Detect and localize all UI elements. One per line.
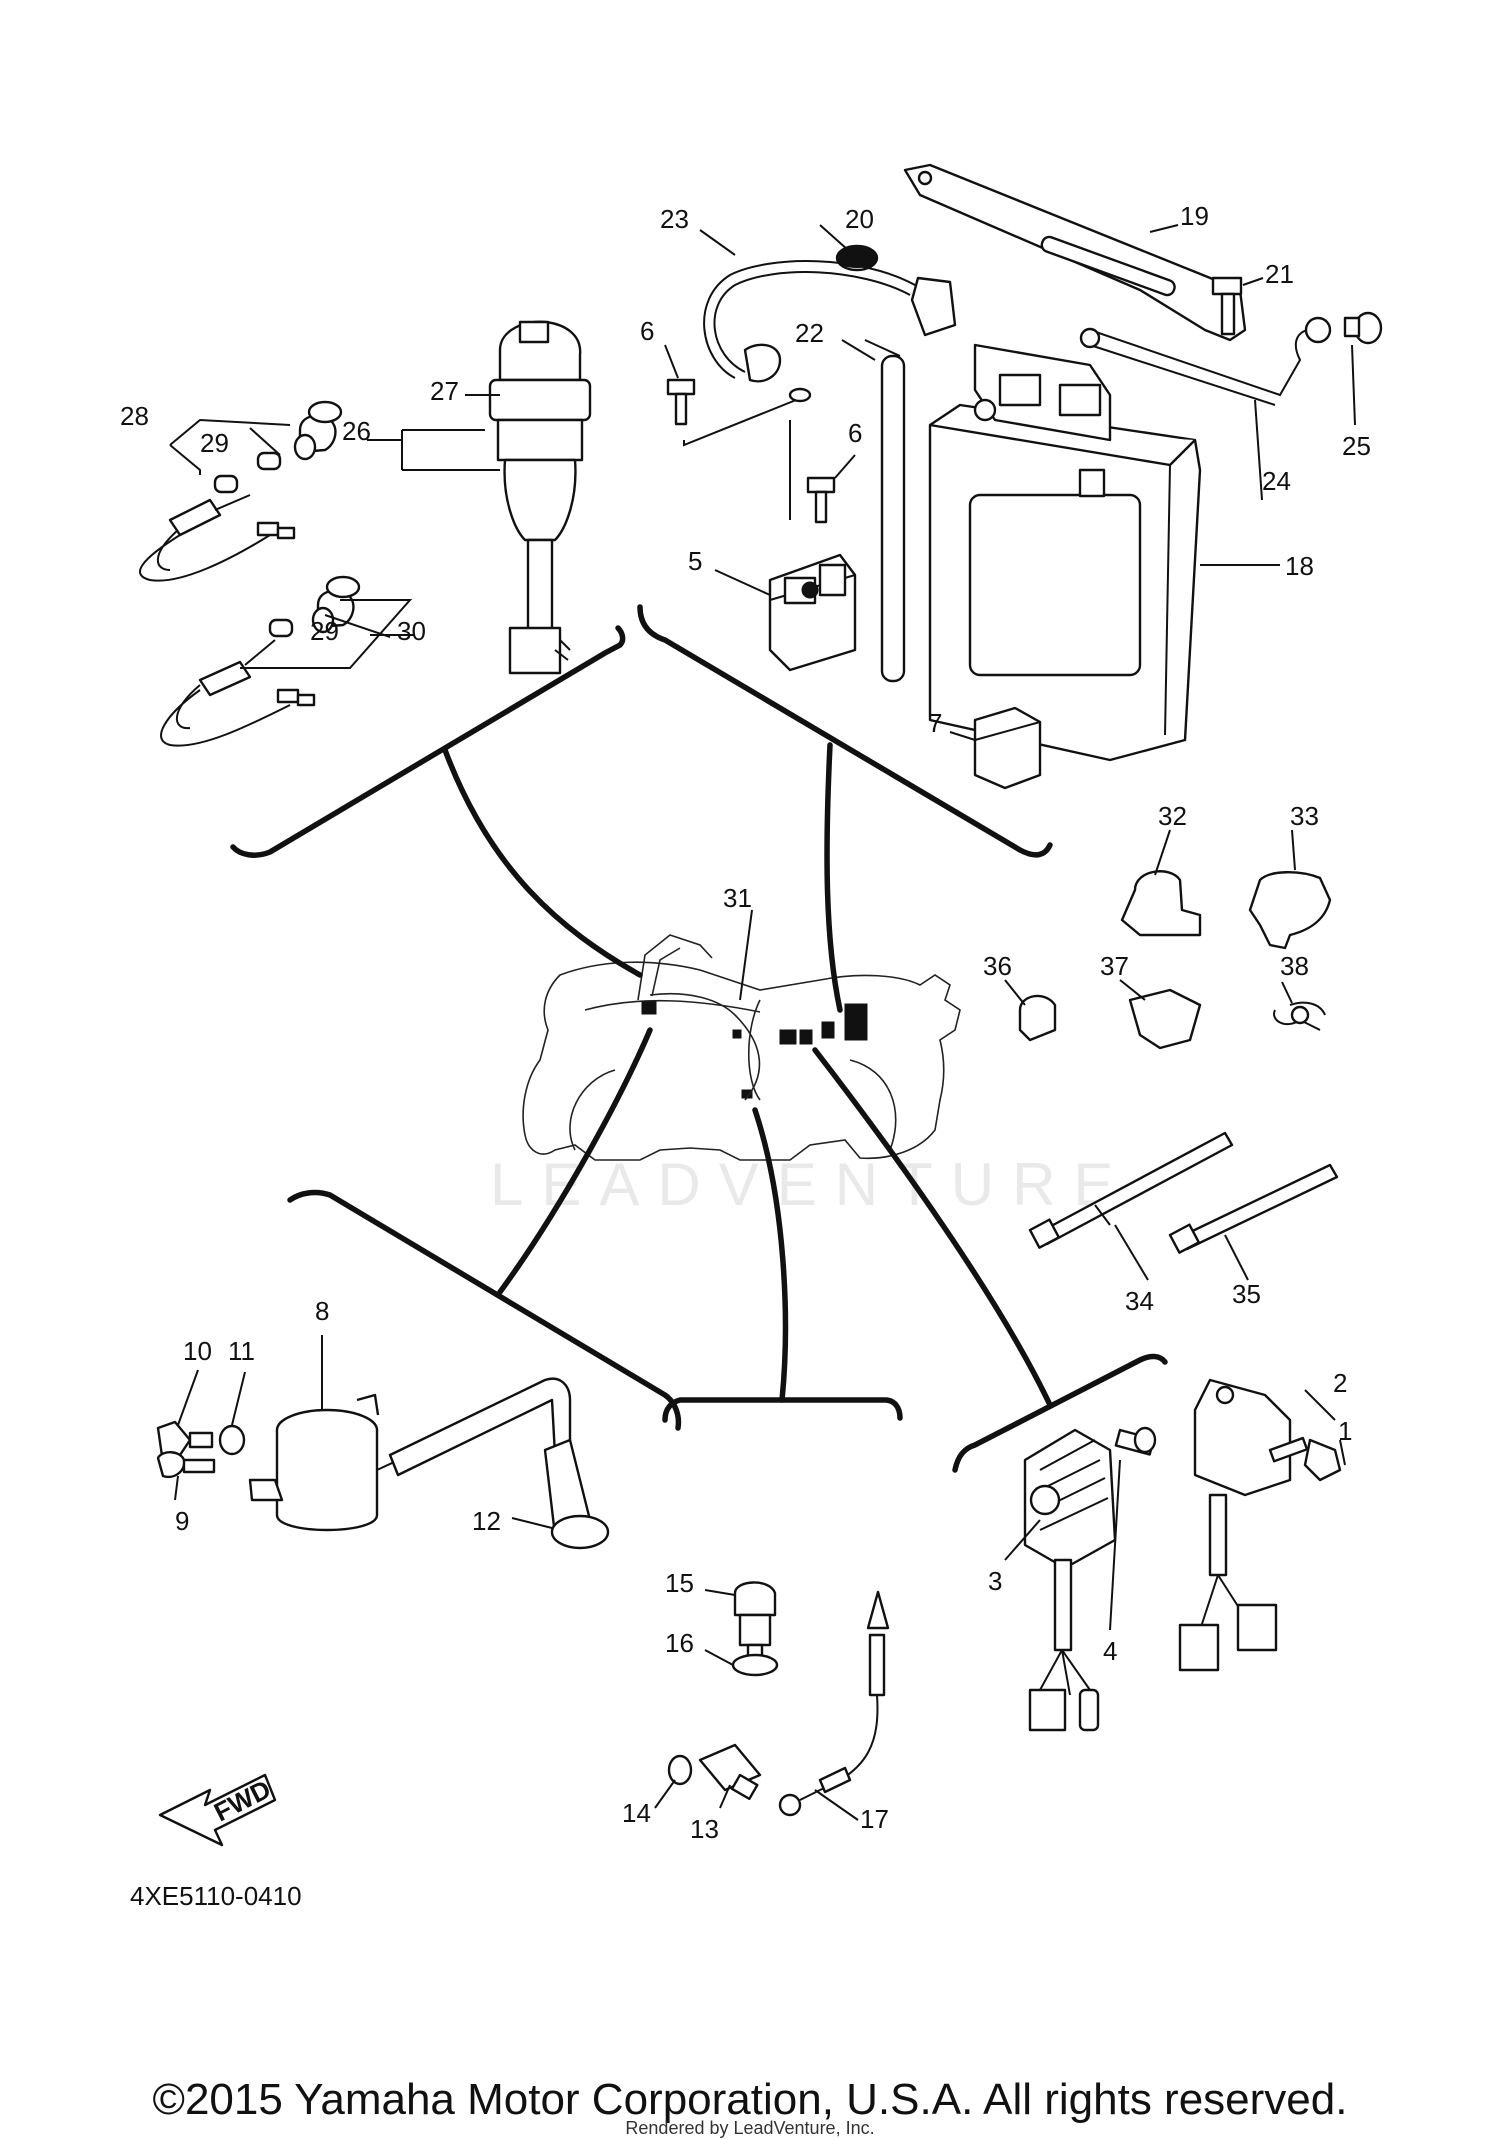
callout-27: 27 <box>430 376 459 406</box>
callout-5: 5 <box>688 546 702 576</box>
callout-18: 18 <box>1285 551 1314 581</box>
callout-19: 19 <box>1180 201 1209 231</box>
callout-16: 16 <box>665 1628 694 1658</box>
callout-32: 31 <box>723 883 752 913</box>
callout-8: 8 <box>315 1296 329 1326</box>
callout-labels: 1 2 3 4 5 6 6 7 8 9 10 11 12 13 14 15 16… <box>120 201 1371 1844</box>
callout-15: 15 <box>665 1568 694 1598</box>
callout-25: 25 <box>1342 431 1371 461</box>
battery-group <box>666 163 1383 1254</box>
sensor-group <box>667 1581 890 1817</box>
callout-6b: 6 <box>848 418 862 448</box>
atv-silhouette <box>522 934 961 1161</box>
callout-30: 30 <box>397 616 426 646</box>
callout-2: 2 <box>1333 1368 1347 1398</box>
copyright-notice: ©2015 Yamaha Motor Corporation, U.S.A. A… <box>152 2075 1348 2124</box>
ignition-coil-group <box>156 1377 610 1550</box>
callout-23: 23 <box>660 204 689 234</box>
callout-38: 37 <box>1100 951 1129 981</box>
callout-11: 11 <box>228 1336 255 1366</box>
callout-26: 26 <box>342 416 371 446</box>
callout-12: 12 <box>472 1506 501 1536</box>
main-switch-group <box>139 320 592 747</box>
diagram-code: 4XE5110-0410 <box>130 1881 302 1911</box>
callout-33: 32 <box>1158 801 1187 831</box>
callout-24: 24 <box>1262 466 1291 496</box>
fwd-arrow: FWD <box>158 1774 277 1847</box>
callout-37: 36 <box>983 951 1012 981</box>
callout-29b: 29 <box>310 616 339 646</box>
callout-21: 21 <box>1265 259 1294 289</box>
callout-28: 28 <box>120 401 149 431</box>
callout-1: 1 <box>1338 1416 1352 1446</box>
callout-29a: 29 <box>200 428 229 458</box>
electrical-units-group <box>1023 1378 1342 1732</box>
callout-34: 33 <box>1290 801 1319 831</box>
group-leaders <box>230 604 1168 1473</box>
callout-22: 22 <box>795 318 824 348</box>
callout-13: 13 <box>690 1814 719 1844</box>
callout-10: 10 <box>183 1336 212 1366</box>
fwd-label: FWD <box>209 1774 275 1828</box>
callout-36: 35 <box>1232 1279 1261 1309</box>
callout-35: 34 <box>1125 1286 1154 1316</box>
callout-9: 9 <box>175 1506 189 1536</box>
watermark: LEADVENTURE <box>490 1151 1131 1218</box>
callout-leaders <box>174 224 1356 1821</box>
callout-7: 7 <box>928 708 942 738</box>
callout-3: 3 <box>988 1566 1002 1596</box>
callout-20: 20 <box>845 204 874 234</box>
callout-14: 14 <box>622 1798 651 1828</box>
callout-4: 4 <box>1103 1636 1117 1666</box>
rendered-by-notice: Rendered by LeadVenture, Inc. <box>625 2118 875 2138</box>
callout-39: 38 <box>1280 951 1309 981</box>
callout-6a: 6 <box>640 316 654 346</box>
callout-17: 17 <box>860 1804 889 1834</box>
